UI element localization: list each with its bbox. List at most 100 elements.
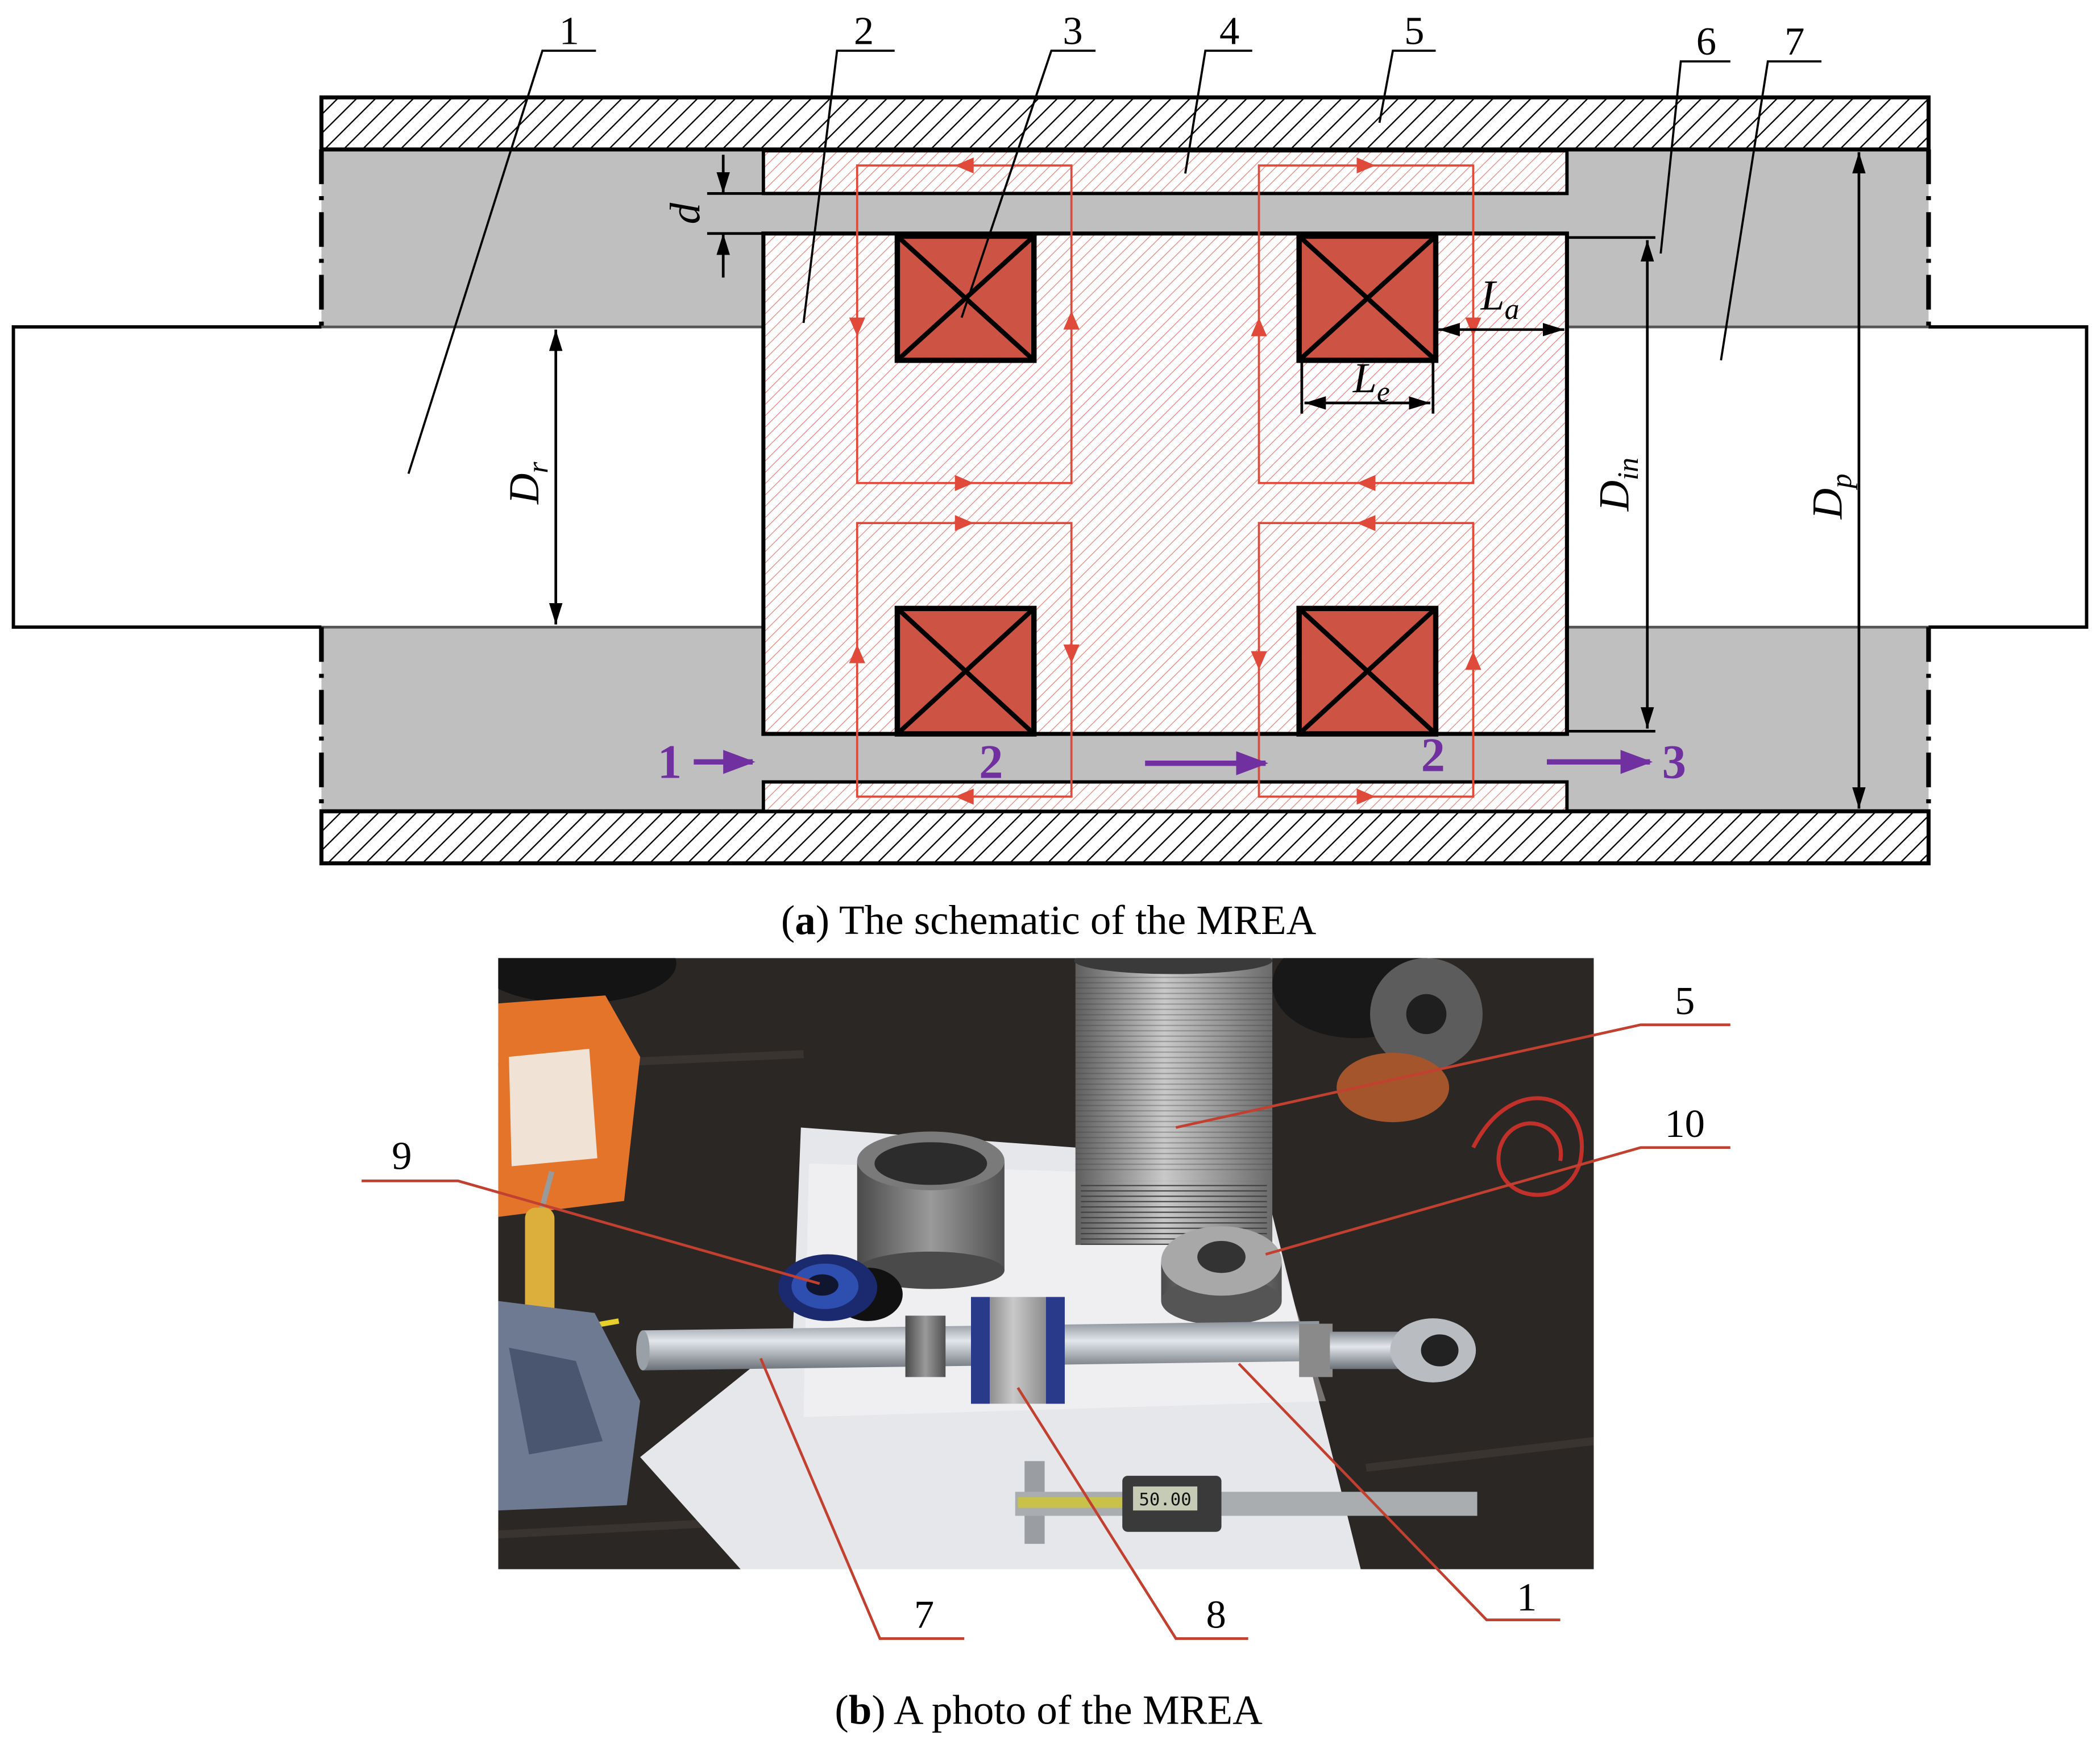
piston-seal-ring	[1045, 1297, 1065, 1404]
part-label: 8	[1206, 1593, 1226, 1637]
flux-arrowhead	[1465, 651, 1481, 670]
flux-arrowhead	[954, 475, 974, 491]
photo: 50.00 5 10 9 7 8 1 (b) A photo of the MR…	[362, 958, 1730, 1733]
flux-arrowhead	[849, 317, 865, 337]
flux-arrowhead	[954, 515, 974, 532]
part-label: 1	[559, 9, 579, 53]
flux-arrowhead	[1356, 515, 1376, 532]
part-label: 10	[1665, 1102, 1705, 1146]
caliper-display	[1133, 1486, 1198, 1511]
callout-leader	[960, 49, 1096, 318]
part-label: 5	[1675, 979, 1695, 1023]
wire-spool-hub	[1406, 994, 1447, 1035]
dimension-le-label: Le	[1352, 355, 1390, 408]
callout-leader	[1720, 60, 1821, 361]
rod-end-hole	[1421, 1334, 1459, 1367]
sleeve-top	[761, 149, 1569, 196]
flux-arrowhead	[954, 788, 974, 805]
photo-callouts: 5 10 9 7 8 1	[362, 979, 1730, 1640]
part-label: 9	[392, 1133, 412, 1178]
dimension-din: Din	[1567, 236, 1655, 733]
flux-arrowhead	[849, 644, 865, 663]
flux-arrowhead	[1063, 310, 1080, 330]
caliper-reading: 50.00	[1139, 1490, 1192, 1510]
flow-label: 2	[1421, 729, 1445, 782]
coil-cross	[895, 234, 1036, 362]
coil-bottom-left	[894, 605, 1037, 737]
callout-leader	[407, 49, 596, 474]
screwdriver-handle	[525, 1207, 555, 1331]
part-label: 5	[1404, 9, 1424, 53]
coil-top-right	[1296, 233, 1439, 363]
black-disk	[498, 958, 677, 1004]
dimension-d-label: d	[662, 202, 709, 224]
coil-cross	[1297, 234, 1438, 362]
part-label: 1	[1517, 1575, 1537, 1620]
red-wire	[1471, 1096, 1584, 1197]
part-callouts: 1 2 3 4 5 6 7	[407, 9, 1821, 474]
callout-leader	[1378, 49, 1436, 123]
flux-arrowhead	[1356, 475, 1376, 491]
callout-leader	[802, 49, 895, 323]
dimension-le: Le	[1300, 355, 1435, 414]
dimension-dr: Dr	[501, 329, 563, 625]
dimension-le-extension	[1300, 360, 1435, 414]
part-label: 4	[1219, 9, 1239, 53]
left-rod-outline	[11, 325, 322, 629]
dimension-dr-label: Dr	[501, 462, 555, 505]
callout-leader	[1175, 1023, 1730, 1129]
housing-tube-top	[1074, 958, 1273, 974]
dimension-dp: Dp	[1804, 152, 1866, 809]
dimension-la-label: La	[1480, 272, 1520, 326]
piston-rod-end	[636, 1330, 650, 1371]
part-label: 6	[1696, 19, 1716, 64]
housing-bottom	[319, 809, 1931, 866]
flux-arrowhead	[1356, 788, 1376, 805]
flux-arrowhead	[1063, 644, 1080, 663]
end-cap-hole	[1197, 1241, 1246, 1273]
left-piston-rod	[13, 327, 763, 628]
coil-cross	[895, 607, 1036, 736]
dimension-din-extension	[1567, 236, 1655, 733]
flow-label: 1	[658, 736, 682, 789]
caption-b: (b) A photo of the MREA	[835, 1687, 1263, 1733]
blue-seal-hole	[806, 1274, 839, 1296]
part-label: 7	[914, 1593, 934, 1637]
part-label: 7	[1784, 19, 1804, 64]
flux-arrowhead	[1251, 651, 1267, 670]
housing-tube-texture	[1075, 974, 1273, 1174]
flow-indicators: 1 2 2 3	[658, 729, 1686, 789]
dimension-la: La	[1438, 272, 1564, 337]
part-label: 2	[854, 9, 874, 53]
callout-leader	[1659, 60, 1730, 254]
right-rod-outline	[1928, 325, 2089, 629]
flux-arrowhead	[954, 157, 974, 174]
copper-coil	[1337, 1053, 1450, 1123]
dimension-d: d	[662, 155, 763, 278]
right-rod-inner-edge	[1567, 325, 1929, 629]
photo-image: 50.00	[498, 958, 1594, 1570]
caption-a: (a) The schematic of the MREA	[781, 897, 1317, 943]
bag-label	[509, 1049, 597, 1166]
blue-bag-fold	[509, 1347, 603, 1455]
callout-leader	[1265, 1146, 1730, 1256]
coil-top-left	[894, 233, 1037, 363]
end-cup-opening	[874, 1142, 987, 1185]
flux-arrowhead	[1251, 317, 1267, 337]
coil-bottom-right	[1296, 605, 1439, 737]
callout-leader	[1238, 1363, 1561, 1622]
left-rod-inner-edge	[321, 325, 763, 629]
coil-cross	[1297, 607, 1438, 736]
callout-leader	[1184, 49, 1252, 174]
schematic: d Dr La Le Din Dp 1 2	[11, 9, 2089, 943]
housing-top	[319, 95, 1931, 152]
dimension-din-label: Din	[1591, 458, 1645, 512]
lock-nut	[1299, 1323, 1333, 1377]
flux-arrowhead	[1356, 157, 1376, 174]
callout-leader	[1016, 1386, 1248, 1640]
callout-leader	[362, 1180, 820, 1285]
callout-leader	[759, 1357, 965, 1640]
flow-label: 2	[979, 736, 1003, 789]
part-label: 3	[1063, 9, 1082, 53]
